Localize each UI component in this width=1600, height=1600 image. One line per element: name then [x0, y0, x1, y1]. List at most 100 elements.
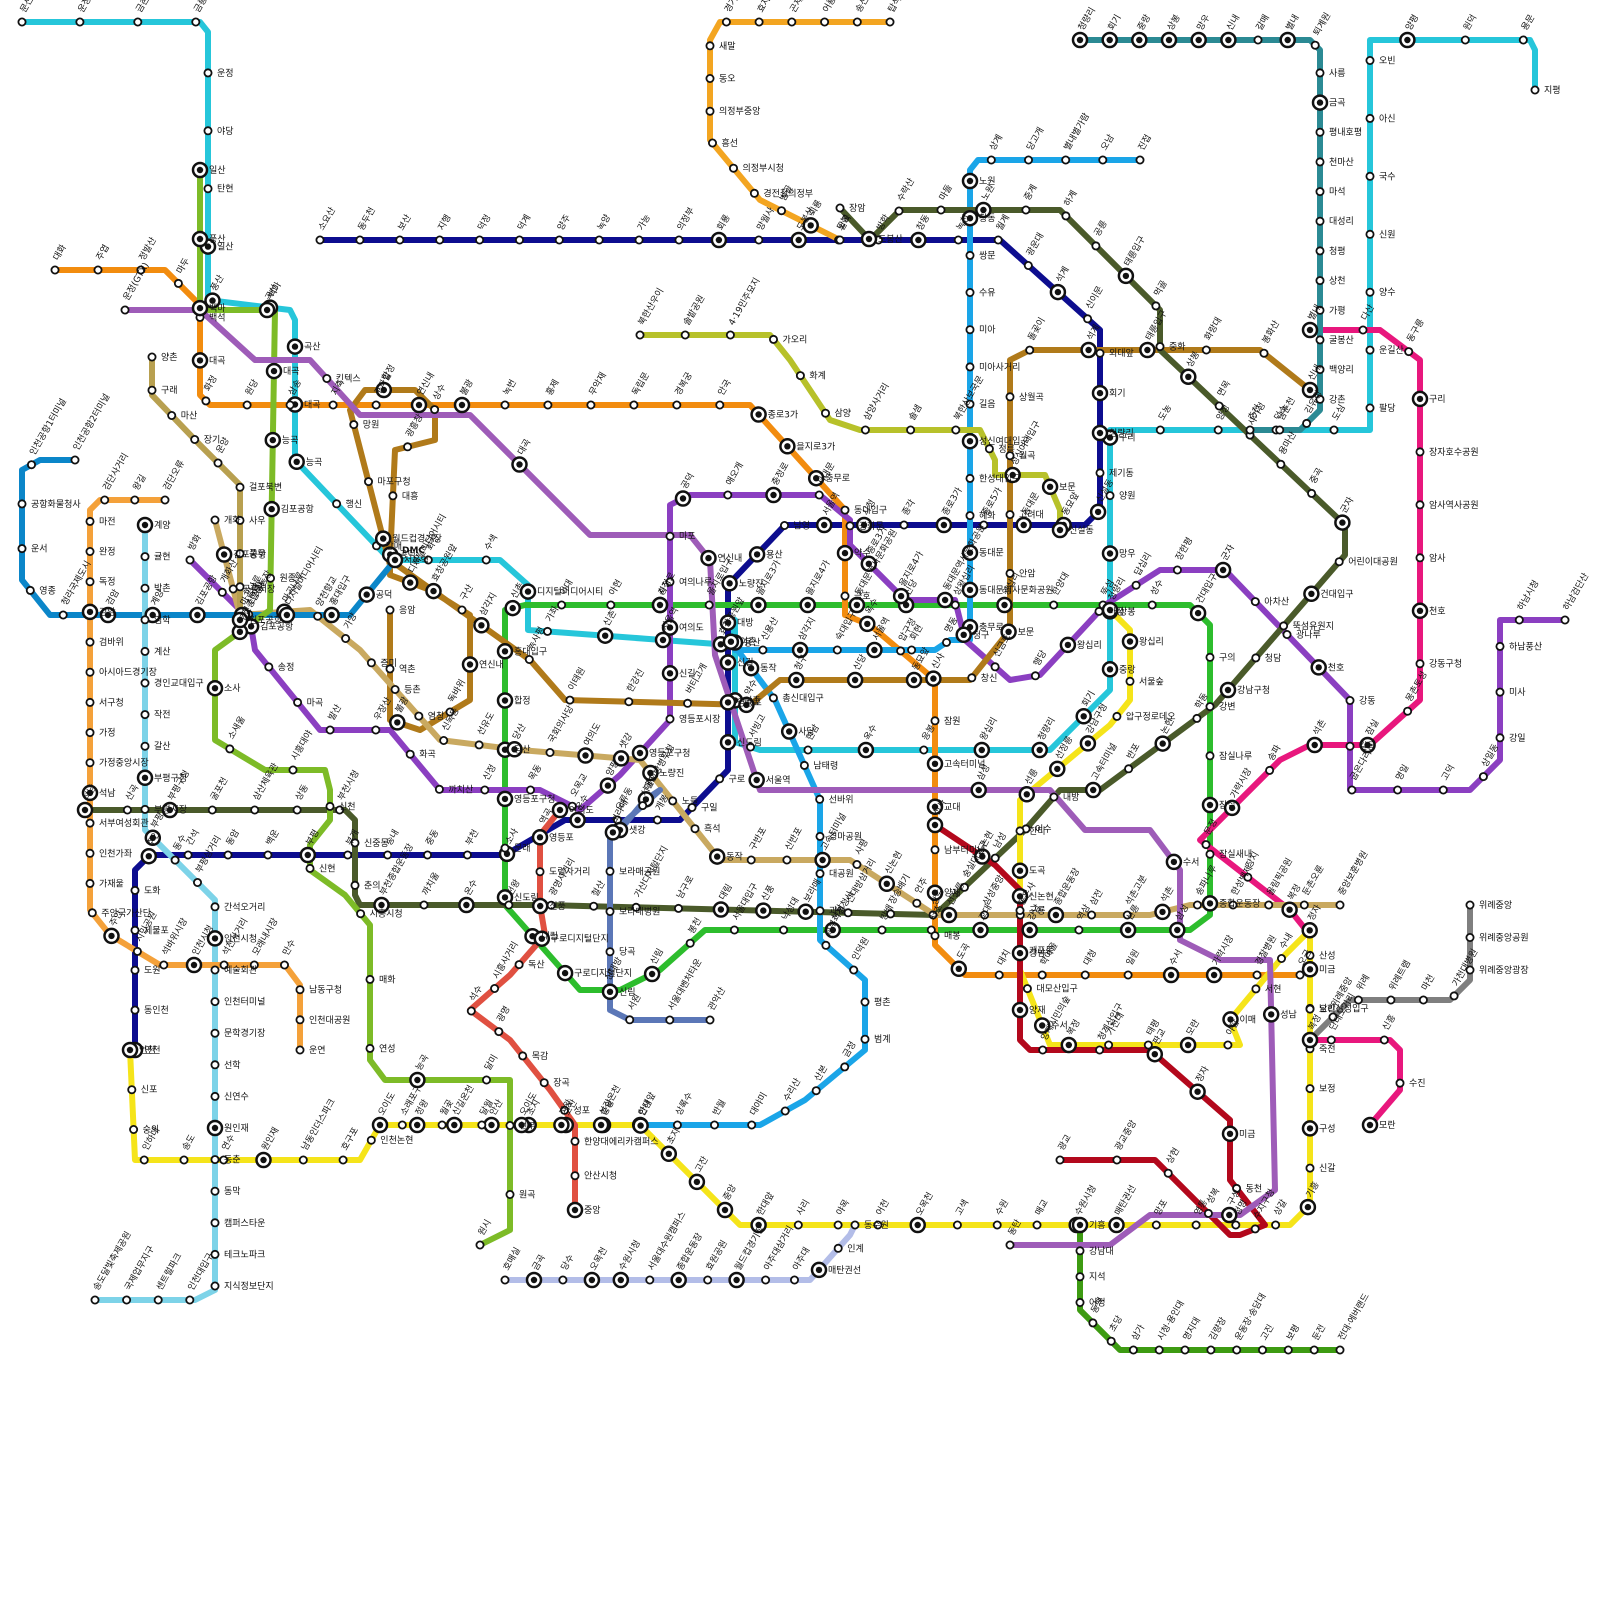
station-suin-39[interactable] [1306, 1006, 1313, 1013]
station-marker[interactable] [1105, 1041, 1112, 1048]
station-gtx_a-2[interactable] [513, 458, 527, 472]
station-marker[interactable] [296, 1046, 303, 1053]
station-marker[interactable] [952, 426, 959, 433]
station-line3-39[interactable] [1164, 968, 1178, 982]
station-marker[interactable] [666, 533, 673, 540]
station-marker[interactable] [1348, 786, 1355, 793]
station-marker[interactable] [546, 749, 553, 756]
station-ui-8[interactable] [952, 426, 959, 433]
station-line2-13[interactable] [1206, 703, 1213, 710]
station-ui-5[interactable] [822, 410, 829, 417]
station-suin-21[interactable] [795, 1221, 802, 1228]
station-marker[interactable] [587, 401, 594, 408]
station-ui-7[interactable] [907, 426, 914, 433]
station-marker[interactable] [1156, 343, 1163, 350]
station-everline-4[interactable] [1089, 1319, 1096, 1326]
station-line1-12[interactable] [792, 233, 806, 247]
station-suin-17[interactable] [662, 1147, 676, 1161]
station-marker[interactable] [1252, 598, 1259, 605]
station-suin-51[interactable] [1024, 985, 1031, 992]
station-incheon2-17[interactable] [105, 929, 119, 943]
station-gtx_a-7[interactable] [1264, 1007, 1278, 1021]
station-line2-20[interactable] [1075, 926, 1082, 933]
station-marker[interactable] [666, 1016, 673, 1023]
station-line3-5[interactable] [193, 353, 207, 367]
station-marker[interactable] [646, 1276, 653, 1283]
station-marker[interactable] [1096, 1046, 1103, 1053]
station-uijeongbu-7[interactable] [706, 75, 713, 82]
station-marker[interactable] [878, 926, 885, 933]
station-line7-25[interactable] [1086, 783, 1100, 797]
station-marker[interactable] [1416, 660, 1423, 667]
station-marker[interactable] [141, 1156, 148, 1163]
station-suin-25[interactable] [954, 1221, 961, 1228]
station-line5-33[interactable] [1174, 566, 1181, 573]
station-line6-2[interactable] [390, 715, 404, 729]
station-marker[interactable] [861, 1036, 868, 1043]
station-line4-37[interactable] [841, 1063, 848, 1070]
station-marker[interactable] [1193, 715, 1200, 722]
station-marker[interactable] [18, 545, 25, 552]
station-line7-47[interactable] [294, 806, 301, 813]
station-line5-20[interactable] [724, 491, 731, 498]
station-suin-34[interactable] [1301, 1200, 1315, 1214]
station-line3-23[interactable] [838, 546, 852, 560]
station-line9-29[interactable] [1049, 908, 1063, 922]
station-gyeongchun-12[interactable] [1316, 158, 1323, 165]
station-marker[interactable] [424, 851, 431, 858]
station-marker[interactable] [854, 18, 861, 25]
station-sinansan-7[interactable] [468, 1007, 475, 1014]
station-line7-41[interactable] [459, 898, 473, 912]
station-gyeongui-50[interactable] [1531, 86, 1538, 93]
station-line5-43[interactable] [1480, 773, 1487, 780]
station-shinbundang-7[interactable] [1148, 1047, 1162, 1061]
station-marker[interactable] [326, 803, 333, 810]
station-incheon1-2[interactable] [141, 585, 148, 592]
station-incheon1-27[interactable] [155, 1296, 162, 1303]
station-line1-33[interactable] [781, 522, 788, 529]
station-marker[interactable] [123, 1296, 130, 1303]
station-marker[interactable] [1359, 326, 1366, 333]
station-suin-19[interactable] [718, 1203, 732, 1217]
station-line7-20[interactable] [1252, 654, 1259, 661]
station-line9-11[interactable] [476, 741, 483, 748]
station-marker[interactable] [1075, 926, 1082, 933]
station-marker[interactable] [816, 833, 823, 840]
station-marker[interactable] [141, 553, 148, 560]
station-suin-43[interactable] [1252, 985, 1259, 992]
station-line8-3[interactable] [1413, 392, 1427, 406]
station-suin-61[interactable] [1123, 635, 1137, 649]
station-line3-40[interactable] [1207, 968, 1221, 982]
station-marker[interactable] [1346, 697, 1353, 704]
station-line7-10[interactable] [1156, 343, 1163, 350]
station-seohae-2[interactable] [193, 301, 207, 315]
station-incheon1-6[interactable] [141, 711, 148, 718]
station-line4-47[interactable] [485, 1118, 499, 1132]
station-everline-0[interactable] [1073, 1218, 1087, 1232]
station-marker[interactable] [211, 1156, 218, 1163]
station-gimpo_gold-5[interactable] [236, 484, 243, 491]
station-incheon1-4[interactable] [141, 648, 148, 655]
station-incheon1-21[interactable] [211, 1156, 218, 1163]
station-marker[interactable] [907, 426, 914, 433]
station-everline-1[interactable] [1076, 1247, 1083, 1254]
station-line6-28[interactable] [1006, 511, 1013, 518]
station-marker[interactable] [816, 870, 823, 877]
station-marker[interactable] [211, 966, 218, 973]
station-marker[interactable] [748, 1121, 755, 1128]
station-line4-26[interactable] [770, 694, 777, 701]
station-line5-48[interactable] [1561, 616, 1568, 623]
station-marker[interactable] [704, 1276, 711, 1283]
station-marker[interactable] [566, 697, 573, 704]
station-marker[interactable] [357, 910, 364, 917]
station-line1-16[interactable] [955, 236, 962, 243]
station-marker[interactable] [1387, 996, 1394, 1003]
station-marker[interactable] [1316, 188, 1323, 195]
station-marker[interactable] [1496, 734, 1503, 741]
station-seohae-13[interactable] [306, 865, 313, 872]
station-line8-22[interactable] [1363, 1118, 1377, 1132]
station-everline-6[interactable] [1130, 1346, 1137, 1353]
station-line3-28[interactable] [931, 717, 938, 724]
station-line4-12[interactable] [963, 434, 977, 448]
station-marker[interactable] [191, 436, 198, 443]
